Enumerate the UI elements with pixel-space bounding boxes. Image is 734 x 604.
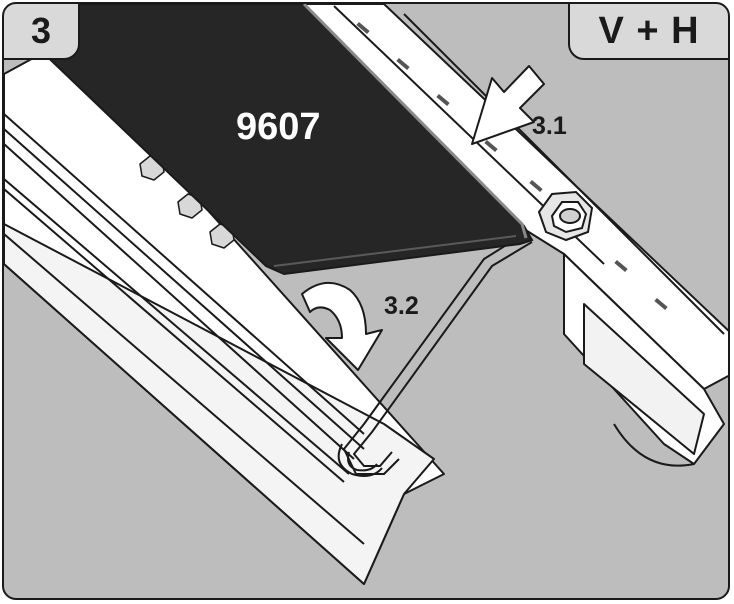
step-number-badge: 3 [4, 4, 80, 60]
hex-bolt-icon [537, 190, 594, 242]
view-label-badge: V + H [568, 4, 728, 60]
substep-3-2-label: 3.2 [384, 292, 419, 320]
assembly-illustration [4, 4, 728, 585]
rotate-arrow-icon [301, 282, 383, 371]
clip-profile [337, 233, 533, 477]
rail-slots [356, 21, 668, 311]
press-down-arrow-icon [471, 65, 545, 145]
part-number-label: 9607 [236, 106, 321, 148]
left-rail-profile [4, 43, 445, 585]
right-rail-profile [303, 4, 728, 467]
part-9607 [32, 4, 534, 276]
substep-3-1-label: 3.1 [532, 112, 567, 140]
